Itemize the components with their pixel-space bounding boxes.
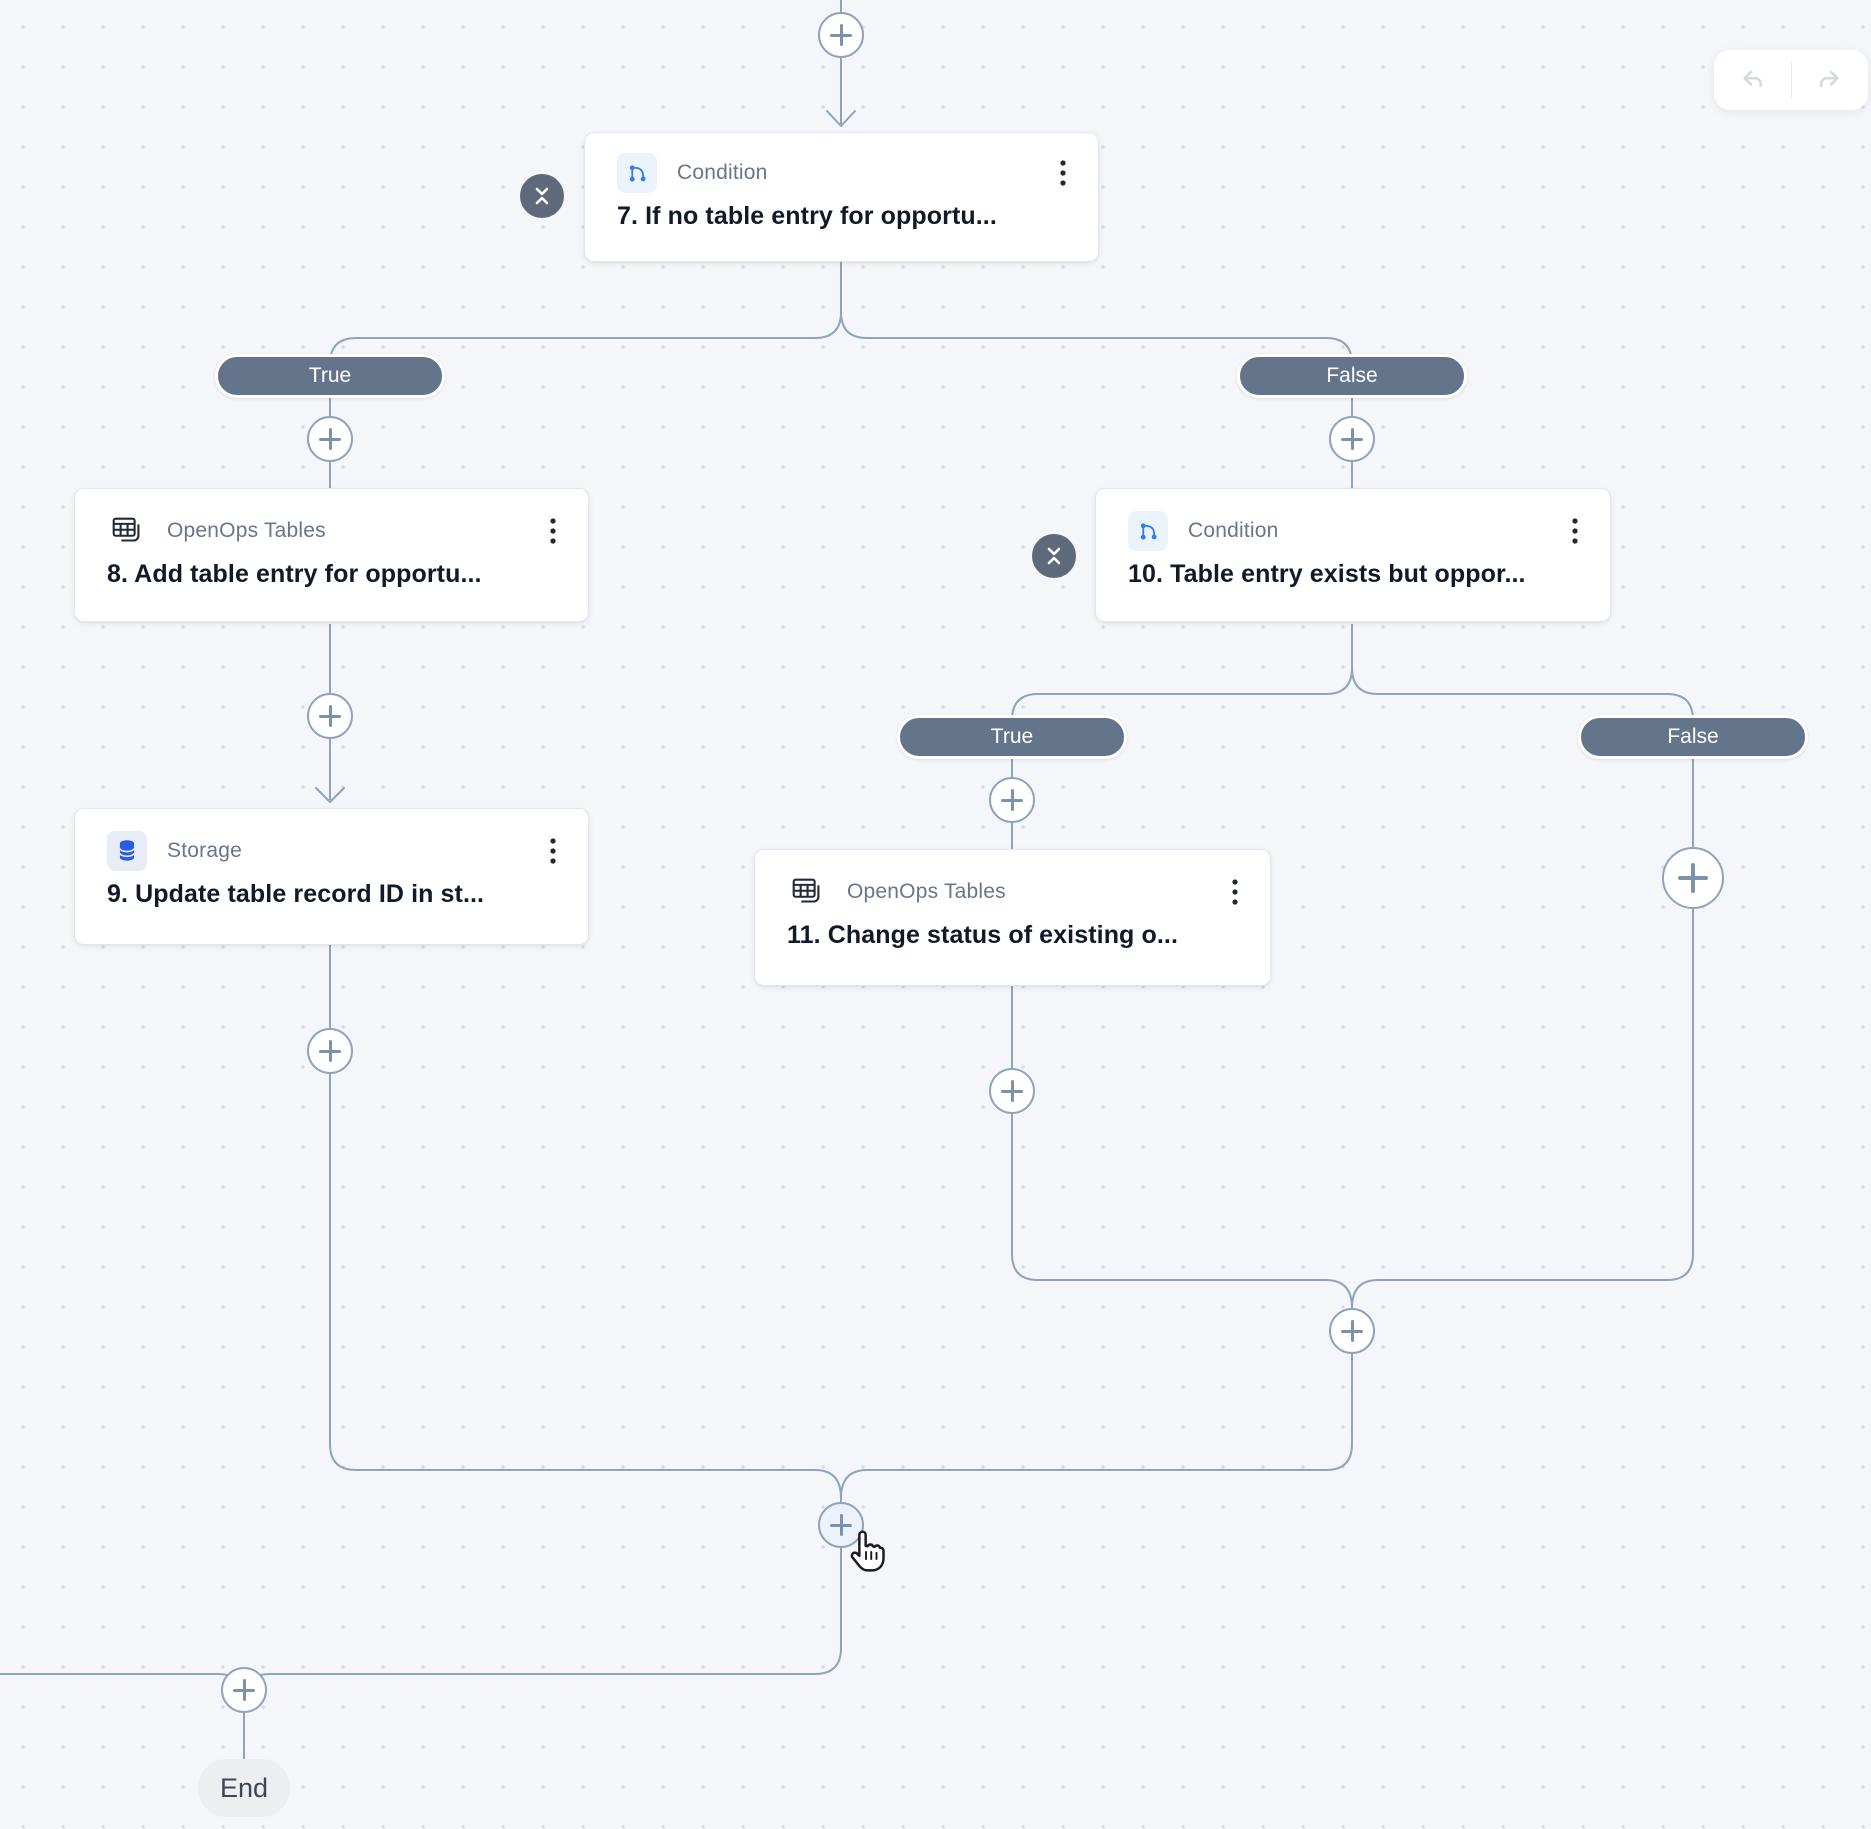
edge-false2-merge2 xyxy=(1351,759,1694,1309)
node-type-label: OpenOps Tables xyxy=(167,519,326,542)
step-node-8-openops-tables[interactable]: OpenOps Tables 8. Add table entry for op… xyxy=(74,488,589,622)
edge-merge2-center xyxy=(840,1306,1353,1499)
edge-n11-merge2 xyxy=(1011,986,1353,1309)
node-type-label: Condition xyxy=(677,161,768,184)
branch-label-text: False xyxy=(1667,725,1719,748)
add-step-button-false1[interactable] xyxy=(1329,416,1375,462)
kebab-menu-icon[interactable] xyxy=(1054,158,1072,188)
arrowhead-n7 xyxy=(826,110,856,127)
edge-split1-true xyxy=(329,262,842,365)
edge-left-trunk-endmerge xyxy=(0,1673,245,1701)
condition-branch-icon xyxy=(617,153,657,193)
node-type-label: Condition xyxy=(1188,519,1279,542)
add-step-button-above-n7[interactable] xyxy=(818,12,864,58)
toolbar-divider xyxy=(1790,62,1792,98)
step-node-7-condition[interactable]: Condition 7. If no table entry for oppor… xyxy=(584,132,1099,262)
condition-branch-icon xyxy=(1128,511,1168,551)
edge-center-endmerge xyxy=(243,1496,842,1701)
edge-split2-true xyxy=(1011,624,1353,721)
arrowhead-n9 xyxy=(315,787,345,803)
add-step-button-true2[interactable] xyxy=(989,777,1035,823)
add-step-button-true1[interactable] xyxy=(307,416,353,462)
redo-button[interactable] xyxy=(1792,67,1869,94)
edge-split2-false xyxy=(1351,624,1694,721)
end-label: End xyxy=(219,1772,269,1803)
edge-split1-false xyxy=(840,262,1353,365)
step-node-11-openops-tables[interactable]: OpenOps Tables 11. Change status of exis… xyxy=(754,849,1271,986)
step-node-9-storage[interactable]: Storage 9. Update table record ID in st.… xyxy=(74,808,589,945)
branch-label-false-2: False xyxy=(1578,715,1808,759)
add-step-button-false2-empty[interactable] xyxy=(1662,847,1724,909)
kebab-menu-icon[interactable] xyxy=(544,516,562,546)
undo-button[interactable] xyxy=(1714,67,1791,94)
redo-arrow-icon xyxy=(1820,70,1839,87)
branch-label-false-1: False xyxy=(1237,354,1467,398)
node-type-label: Storage xyxy=(167,839,242,862)
add-step-button-below-n9[interactable] xyxy=(307,1028,353,1074)
branch-label-text: True xyxy=(990,725,1034,748)
add-step-button-below-n11[interactable] xyxy=(989,1068,1035,1114)
node-title: 11. Change status of existing o... xyxy=(787,921,1178,949)
edge-n9-center xyxy=(329,945,842,1499)
add-step-button-center-merge[interactable] xyxy=(818,1502,864,1548)
history-toolbar xyxy=(1714,50,1868,110)
kebab-menu-icon[interactable] xyxy=(544,836,562,866)
undo-arrow-icon xyxy=(1743,70,1762,87)
node-title: 8. Add table entry for opportu... xyxy=(107,560,482,588)
collapse-branch-button-n7[interactable] xyxy=(520,174,564,218)
step-node-10-condition[interactable]: Condition 10. Table entry exists but opp… xyxy=(1095,488,1611,622)
openops-tables-icon xyxy=(107,511,147,551)
branch-label-text: True xyxy=(308,364,352,387)
end-node: End xyxy=(198,1759,290,1817)
collapse-vertical-icon xyxy=(1047,547,1061,565)
openops-tables-icon xyxy=(787,872,827,912)
node-title: 9. Update table record ID in st... xyxy=(107,880,485,908)
add-step-button-end-merge[interactable] xyxy=(221,1667,267,1713)
node-title: 7. If no table entry for opportu... xyxy=(617,202,997,230)
branch-label-true-1: True xyxy=(215,354,445,398)
node-type-label: OpenOps Tables xyxy=(847,880,1006,903)
branch-label-true-2: True xyxy=(897,715,1127,759)
node-title: 10. Table entry exists but oppor... xyxy=(1128,560,1526,588)
kebab-menu-icon[interactable] xyxy=(1566,516,1584,546)
add-step-button-merge2[interactable] xyxy=(1329,1308,1375,1354)
collapse-vertical-icon xyxy=(535,187,549,205)
branch-label-text: False xyxy=(1326,364,1378,387)
kebab-menu-icon[interactable] xyxy=(1226,877,1244,907)
add-step-button-n8-n9[interactable] xyxy=(307,693,353,739)
collapse-branch-button-n10[interactable] xyxy=(1032,534,1076,578)
storage-database-icon xyxy=(107,831,147,871)
